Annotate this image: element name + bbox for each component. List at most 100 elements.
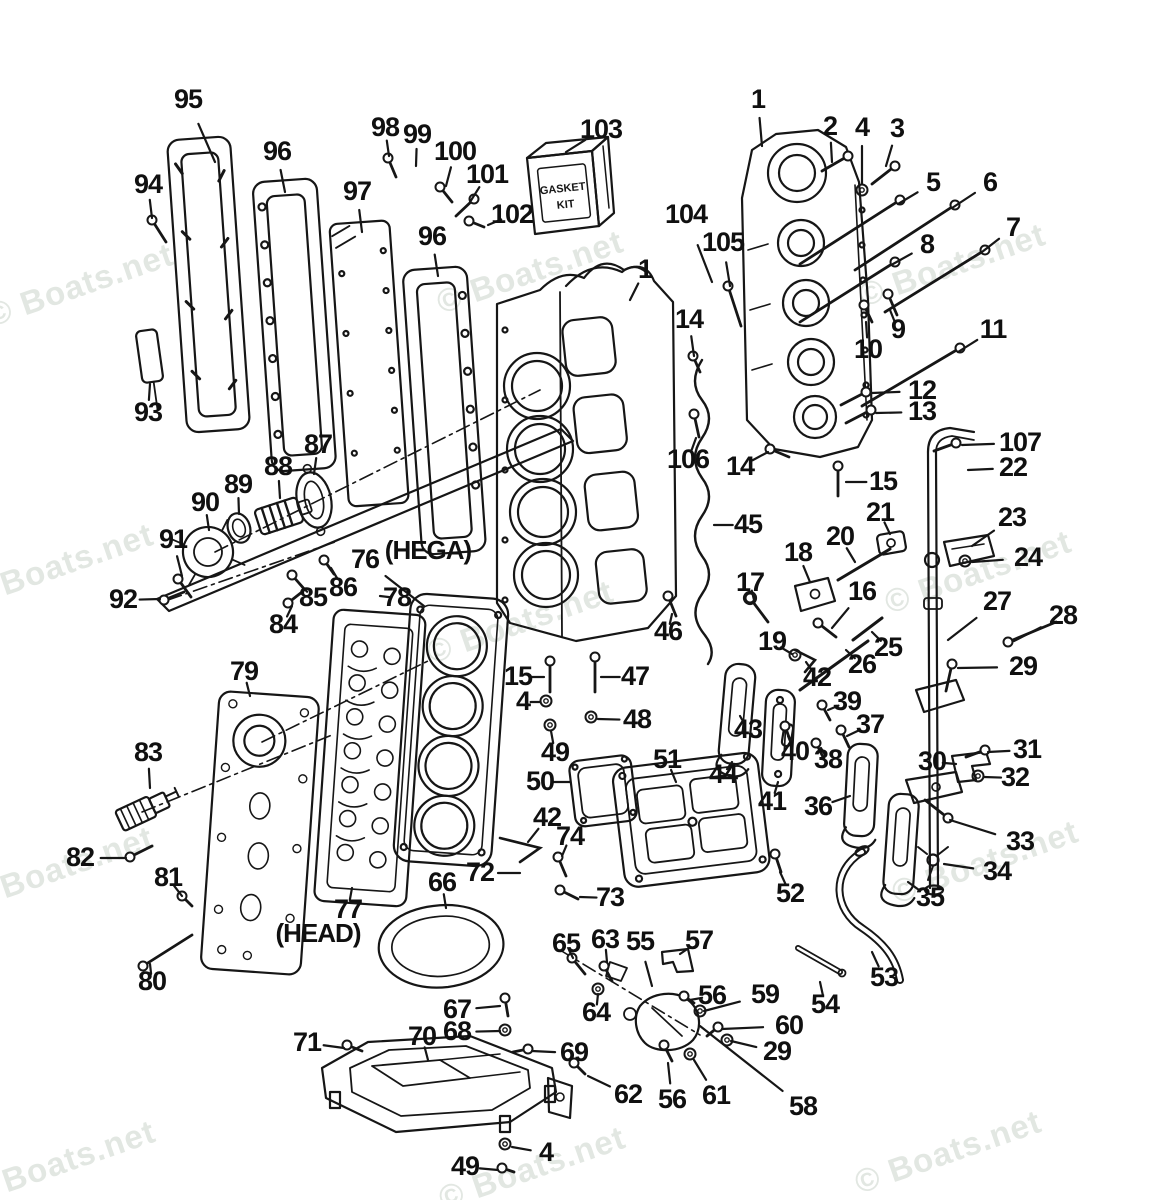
leader-line bbox=[175, 555, 184, 578]
leader-line bbox=[279, 168, 287, 194]
fastener-head bbox=[286, 569, 298, 581]
leader-line bbox=[628, 282, 640, 302]
part-callout-2: 2 bbox=[822, 110, 838, 141]
leader-line bbox=[277, 479, 282, 500]
leader-line bbox=[773, 780, 780, 795]
fastener-shaft bbox=[883, 248, 987, 314]
part-callout-84: 84 bbox=[268, 608, 298, 639]
part-callout-42: 42 bbox=[802, 661, 832, 692]
washer-hole bbox=[792, 652, 798, 658]
part-callout-101: 101 bbox=[465, 158, 509, 189]
leader-line bbox=[384, 574, 426, 608]
leader-line bbox=[778, 870, 787, 886]
leader-line bbox=[950, 191, 977, 210]
washer-hole bbox=[502, 1141, 508, 1147]
washer-hole bbox=[595, 986, 601, 992]
part-callout-14: 14 bbox=[725, 450, 755, 481]
sealant-bead-45 bbox=[693, 358, 713, 666]
leader-line bbox=[970, 558, 1004, 564]
part-callout-41: 41 bbox=[757, 785, 787, 816]
leader-line bbox=[906, 880, 922, 892]
part-callout-56: 56 bbox=[657, 1083, 687, 1114]
fastener-shaft bbox=[726, 284, 743, 328]
leader-line bbox=[786, 734, 793, 746]
part-callout-105: 105 bbox=[701, 226, 745, 257]
part-callout-68: 68 bbox=[442, 1015, 472, 1046]
leader-line bbox=[526, 827, 540, 844]
leader-line bbox=[845, 728, 861, 738]
valve-cover-50 bbox=[568, 754, 638, 828]
part-callout-11: 11 bbox=[979, 313, 1008, 344]
part-callout-36: 36 bbox=[803, 790, 833, 821]
leader-line bbox=[804, 660, 814, 672]
wire-link bbox=[498, 836, 544, 864]
washer-hole bbox=[687, 1051, 693, 1057]
part-callout-100: 100 bbox=[433, 135, 477, 166]
washer-hole bbox=[543, 698, 549, 704]
washer bbox=[498, 1137, 512, 1151]
part-callout-96: 96 bbox=[417, 220, 447, 251]
assembly-axis bbox=[261, 659, 431, 743]
exhaust-gasket-95 bbox=[166, 135, 251, 434]
screw-head-17 bbox=[742, 590, 758, 606]
base-plate-70 bbox=[320, 1034, 574, 1134]
part-callout-18: 18 bbox=[783, 536, 813, 567]
part-callout-103: 103 bbox=[579, 113, 623, 144]
leader-line bbox=[829, 141, 834, 164]
leader-line bbox=[891, 252, 913, 266]
part-callout-25: 25 bbox=[873, 631, 903, 662]
part-callout-89: 89 bbox=[223, 468, 253, 499]
leader-line bbox=[956, 338, 979, 354]
leader-line bbox=[942, 862, 975, 870]
part-callout-91: 91 bbox=[158, 523, 188, 554]
part-callout-97: 97 bbox=[342, 175, 372, 206]
fastener-head bbox=[816, 699, 828, 711]
part-callout-65: 65 bbox=[551, 927, 581, 958]
washer-hole bbox=[724, 1037, 730, 1043]
fastener-head bbox=[812, 617, 824, 629]
part-callout-15: 15 bbox=[868, 465, 898, 496]
part-callout-9: 9 bbox=[890, 313, 906, 344]
washer-hole bbox=[697, 1008, 703, 1014]
annotation-hega: (HEGA) bbox=[384, 534, 472, 565]
part-callout-3: 3 bbox=[889, 112, 905, 143]
part-callout-47: 47 bbox=[620, 660, 650, 691]
spark-plug-83 bbox=[114, 786, 180, 832]
cover-strip bbox=[155, 427, 575, 613]
part-callout-62: 62 bbox=[613, 1078, 643, 1109]
fastener-head bbox=[712, 1021, 724, 1033]
exhaust-gasket-96b bbox=[402, 265, 487, 556]
part-callout-38: 38 bbox=[813, 743, 843, 774]
leader-line bbox=[758, 116, 764, 148]
leader-line bbox=[870, 950, 880, 968]
part-callout-37: 37 bbox=[855, 708, 885, 739]
leader-line bbox=[644, 960, 654, 988]
fastener-head bbox=[779, 720, 791, 732]
washer-hole bbox=[502, 1027, 508, 1033]
wire-link bbox=[793, 648, 818, 674]
part-callout-60: 60 bbox=[774, 1009, 804, 1040]
fastener-head bbox=[842, 150, 854, 162]
fastener-head bbox=[589, 651, 601, 663]
leader-line bbox=[688, 996, 704, 1002]
part-callout-23: 23 bbox=[997, 501, 1027, 532]
leader-line bbox=[884, 144, 894, 168]
leader-line bbox=[148, 198, 154, 220]
part-callout-40: 40 bbox=[780, 735, 810, 766]
leader-line bbox=[486, 218, 503, 227]
leader-line bbox=[322, 1044, 346, 1050]
part-callout-35: 35 bbox=[915, 881, 945, 912]
fastener-head bbox=[598, 960, 610, 972]
leader-line bbox=[874, 411, 903, 415]
fastener-head bbox=[568, 1057, 580, 1069]
leader-line bbox=[285, 604, 294, 618]
leader-line bbox=[692, 1058, 708, 1081]
leader-line bbox=[830, 607, 850, 630]
gasket-kit-label-line1: GASKET bbox=[539, 181, 586, 198]
leader-line bbox=[986, 749, 1011, 754]
leader-line bbox=[750, 589, 756, 602]
leader-line bbox=[237, 496, 241, 516]
part-callout-102: 102 bbox=[490, 198, 534, 229]
leader-line bbox=[738, 714, 746, 725]
